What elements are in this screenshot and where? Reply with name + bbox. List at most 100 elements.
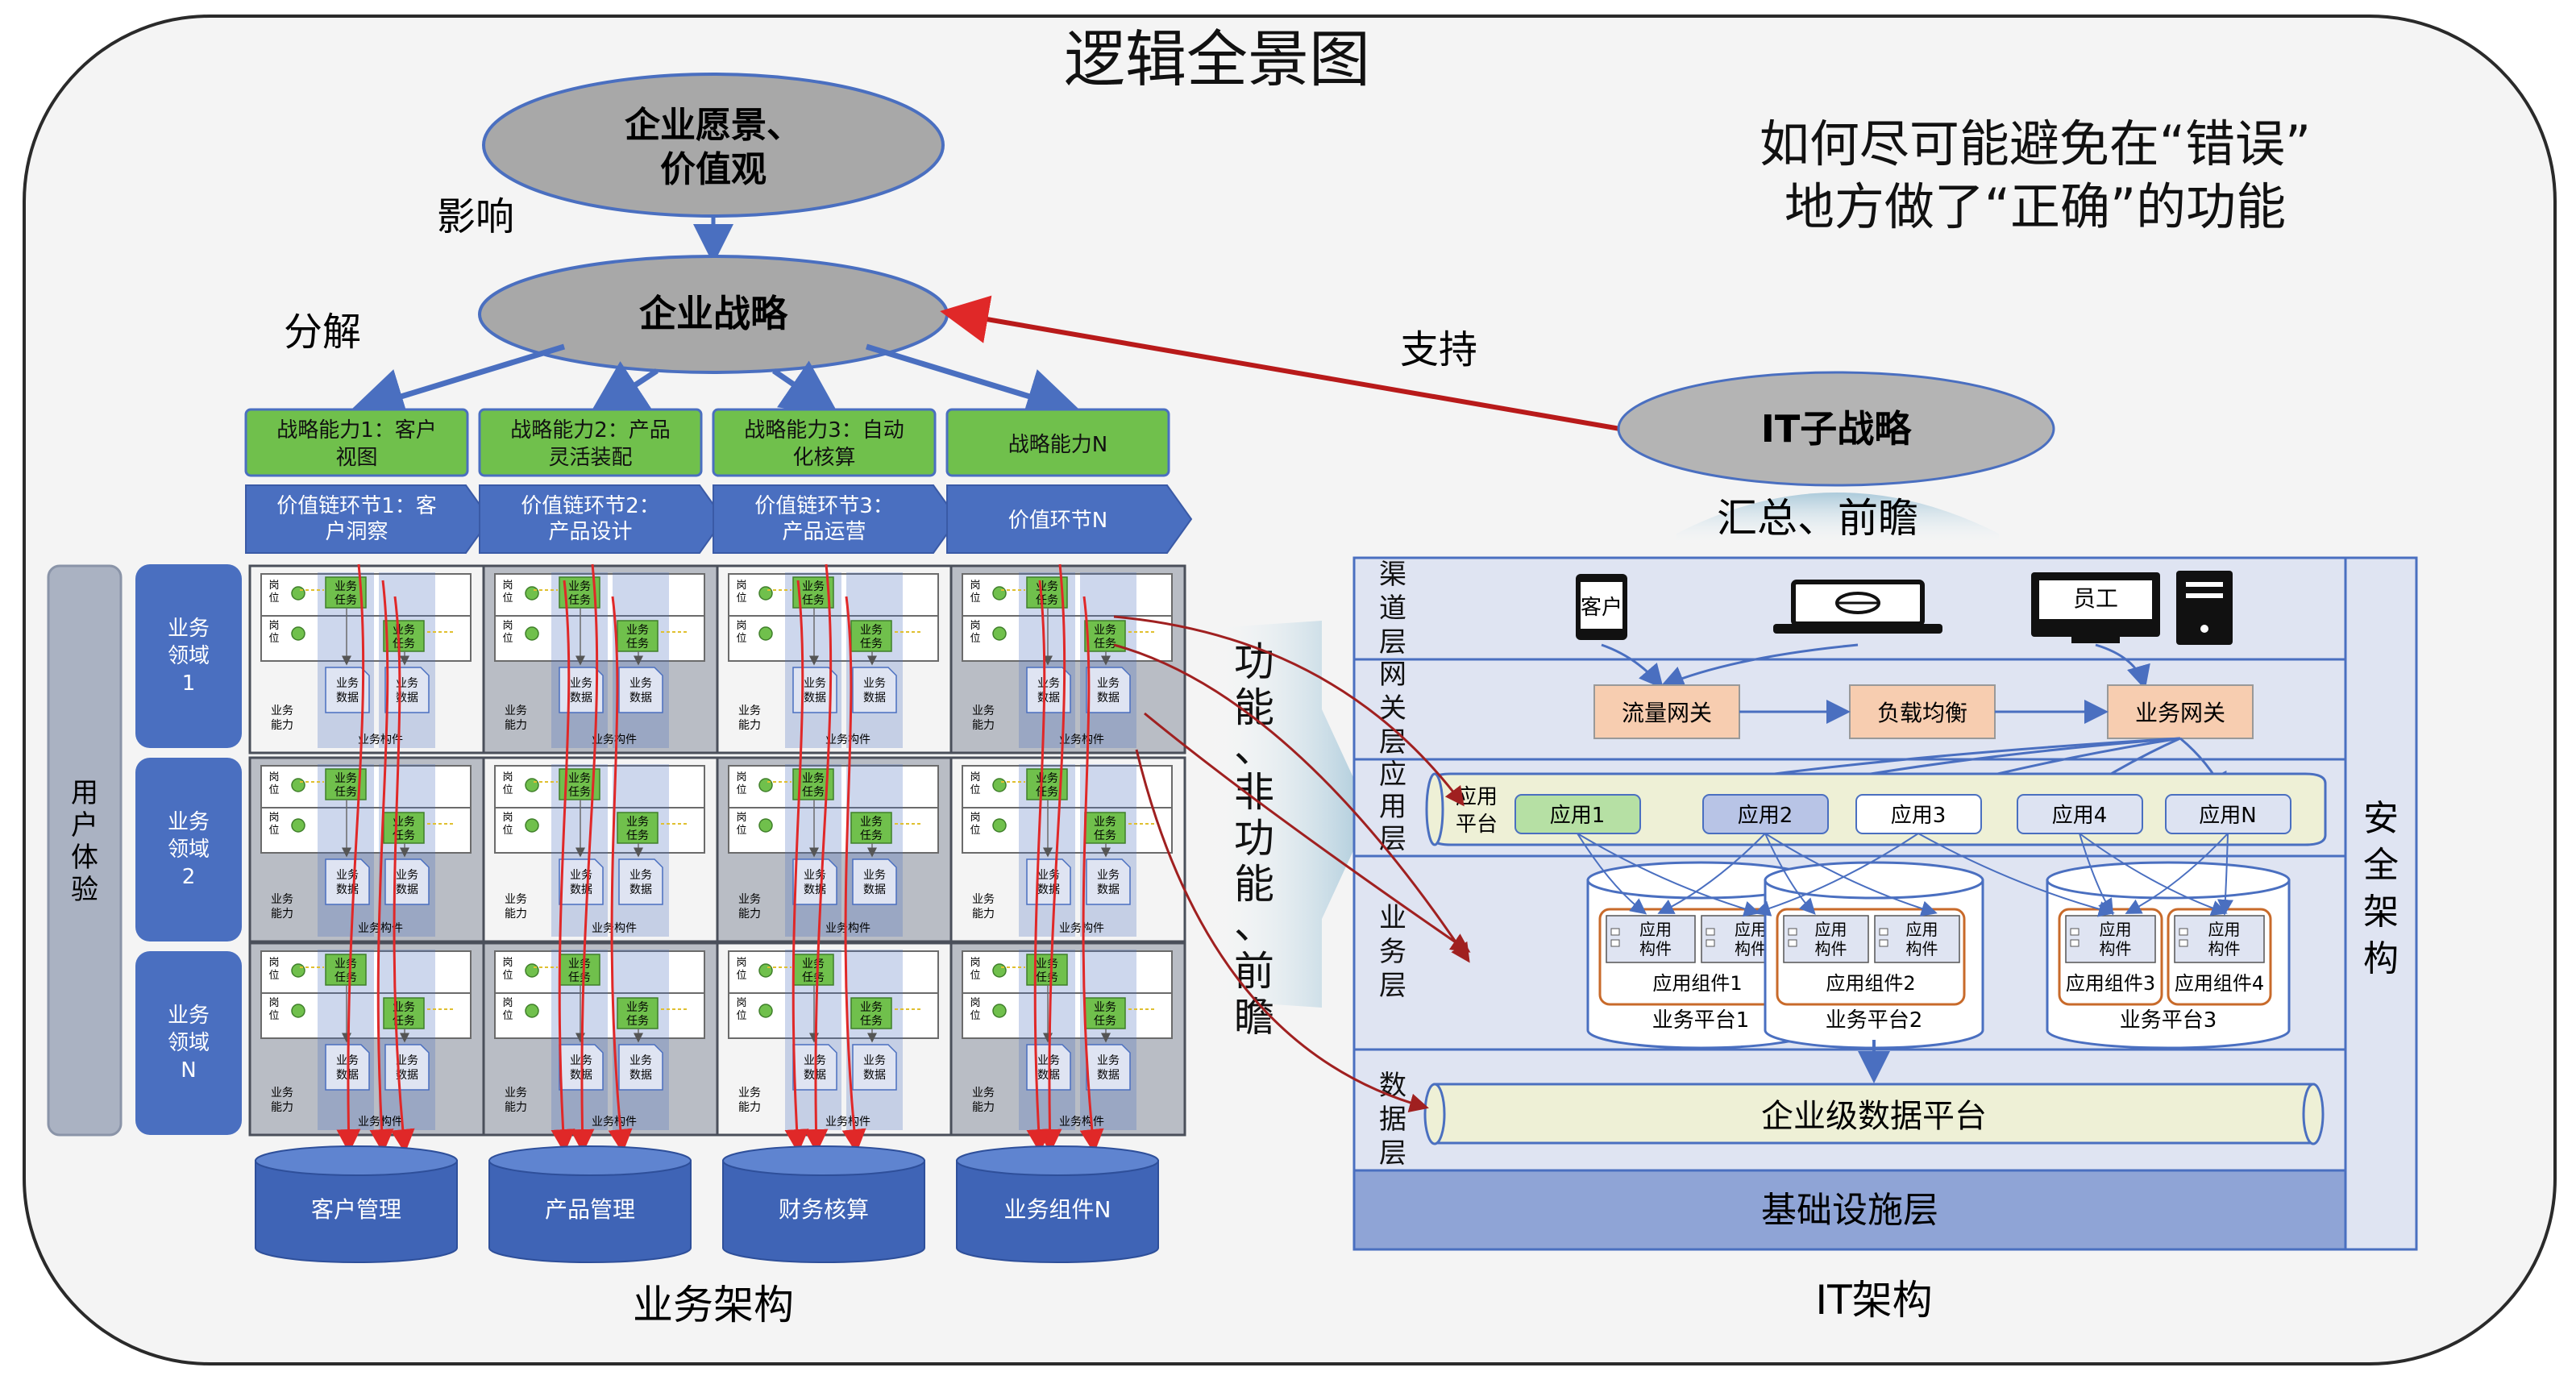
data-label: 数据 xyxy=(396,1069,418,1082)
position-label: 岗 xyxy=(268,997,279,1009)
component-label: 业务构件 xyxy=(1059,922,1104,935)
position-dot xyxy=(758,586,773,601)
vision-text-2: 价值观 xyxy=(660,149,767,190)
infrastructure-label: 基础设施层 xyxy=(1761,1190,1938,1231)
task-label: 任务 xyxy=(1094,1015,1116,1028)
app-component-group-label: 应用组件4 xyxy=(2175,972,2264,995)
position-label: 位 xyxy=(502,592,513,605)
database-4: 业务组件N xyxy=(956,1145,1159,1263)
capability-cell-label: 能力 xyxy=(505,1101,527,1114)
capability-box-4 xyxy=(945,408,1170,477)
task-label: 任务 xyxy=(860,1015,883,1028)
position-label: 位 xyxy=(736,825,746,837)
task-label: 业务 xyxy=(568,580,591,593)
position-dot xyxy=(758,778,773,792)
database-label-2: 产品管理 xyxy=(545,1196,635,1223)
employee-channel-label: 员工 xyxy=(2073,585,2118,612)
position-label: 岗 xyxy=(970,580,980,592)
task-label: 任务 xyxy=(334,786,357,799)
component-label: 业务构件 xyxy=(1059,734,1104,746)
capability-label-1-1: 战略能力1：客户 xyxy=(276,418,437,443)
component-label: 业务构件 xyxy=(592,922,637,935)
app-component-label: 构件 xyxy=(1906,939,1938,958)
position-label: 岗 xyxy=(970,620,980,632)
laptop-icon xyxy=(1773,580,1942,634)
task-label: 任务 xyxy=(334,594,357,607)
position-dot xyxy=(758,818,773,833)
business-platform-label-3: 业务平台3 xyxy=(2120,1008,2217,1033)
data-label: 数据 xyxy=(1037,883,1060,896)
data-layer-label-3: 层 xyxy=(1379,1137,1406,1170)
business-data-doc xyxy=(1026,667,1071,713)
position-dot xyxy=(992,963,1007,978)
task-label: 任务 xyxy=(393,638,415,651)
svg-text:功: 功 xyxy=(1234,815,1274,862)
business-layer-label-3: 层 xyxy=(1379,970,1406,1002)
channel-layer-label-1: 渠 xyxy=(1379,559,1406,591)
capability-cell-label: 业务 xyxy=(271,705,293,717)
position-label: 岗 xyxy=(502,580,513,592)
influence-label: 影响 xyxy=(437,194,514,239)
database-3: 财务核算 xyxy=(722,1145,925,1263)
application-layer-label-1: 应 xyxy=(1379,759,1406,791)
domain-1-line-2: 领域 xyxy=(168,644,210,668)
capability-cell-label: 业务 xyxy=(738,705,761,717)
svg-text:前: 前 xyxy=(1234,948,1274,995)
position-label: 位 xyxy=(970,825,980,837)
tower-pc-icon xyxy=(2176,571,2233,645)
capability-label-2-2: 灵活装配 xyxy=(548,446,632,470)
business-data-doc xyxy=(852,858,897,905)
data-label: 业务 xyxy=(629,869,652,882)
domain-n-line-1: 业务 xyxy=(168,1004,210,1028)
capability-box-3 xyxy=(712,408,937,477)
it-architecture: 安 全 架 构 渠 道 层 网 关 层 应 用 层 业 务 层 数 据 xyxy=(1352,556,2418,1251)
app-component-label: 应用 xyxy=(2208,920,2241,939)
position-label: 岗 xyxy=(502,771,513,784)
business-to-it-connectors xyxy=(1113,615,1471,1113)
task-label: 业务 xyxy=(1094,816,1116,829)
data-label: 数据 xyxy=(804,883,826,896)
app-component-label: 构件 xyxy=(1735,939,1767,958)
task-box xyxy=(383,620,425,652)
domain-1-line-3: 1 xyxy=(182,671,196,696)
app-label-n: 应用N xyxy=(2199,804,2256,828)
task-box xyxy=(617,812,659,844)
business-data-doc xyxy=(384,1044,430,1091)
task-label: 任务 xyxy=(860,829,883,842)
data-label: 数据 xyxy=(1097,883,1120,896)
position-label: 岗 xyxy=(502,812,513,824)
gateway-layer-label-3: 层 xyxy=(1379,726,1406,759)
svg-text:功: 功 xyxy=(1234,638,1274,685)
app-component-group-label: 应用组件3 xyxy=(2066,972,2155,995)
position-label: 岗 xyxy=(736,580,746,592)
position-label: 岗 xyxy=(736,771,746,784)
app-component-box xyxy=(2065,915,2156,963)
position-label: 岗 xyxy=(268,771,279,784)
security-char-4: 构 xyxy=(2363,938,2399,979)
domain-1-line-1: 业务 xyxy=(168,617,210,641)
capability-cell-label: 业务 xyxy=(972,1087,995,1099)
domain-2-line-2: 领域 xyxy=(168,838,210,862)
task-label: 业务 xyxy=(860,1001,883,1014)
task-label: 任务 xyxy=(568,786,591,799)
position-dot xyxy=(758,626,773,641)
capability-cell-label: 能力 xyxy=(972,719,995,732)
task-label: 业务 xyxy=(626,816,649,829)
task-label: 业务 xyxy=(626,624,649,637)
task-label: 任务 xyxy=(1094,638,1116,651)
data-layer-label-2: 据 xyxy=(1379,1104,1406,1136)
capability-cell-label: 业务 xyxy=(972,893,995,906)
component-label: 业务构件 xyxy=(358,922,403,935)
task-label: 业务 xyxy=(393,816,415,829)
it-strategy-text: IT子战略 xyxy=(1761,407,1912,451)
data-label: 业务 xyxy=(863,1054,886,1067)
task-label: 业务 xyxy=(393,1001,415,1014)
task-label: 业务 xyxy=(568,772,591,785)
app-component-label: 应用 xyxy=(2100,920,2132,939)
data-label: 数据 xyxy=(396,692,418,705)
position-dot xyxy=(291,1004,305,1018)
